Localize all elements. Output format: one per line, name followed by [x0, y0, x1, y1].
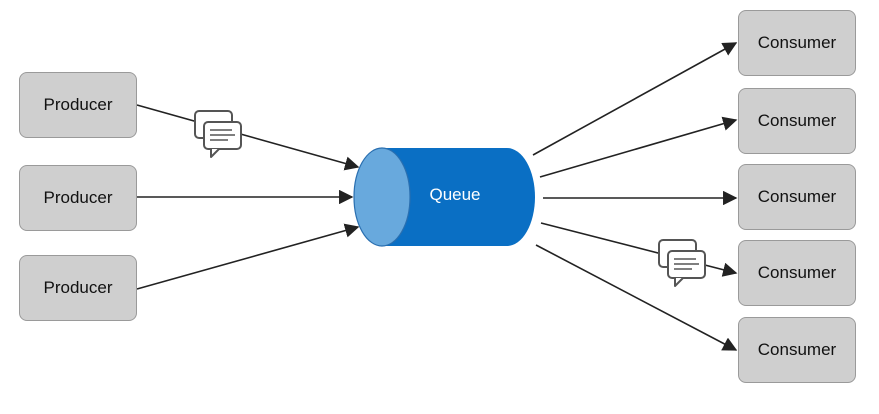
consumer-box: Consumer	[738, 317, 856, 383]
arrow-queue-to-consumer-5	[535, 244, 738, 351]
queue-label: Queue	[429, 185, 481, 204]
consumer-box: Consumer	[738, 10, 856, 76]
consumer-box: Consumer	[738, 240, 856, 306]
arrow-queue-to-consumer-1	[532, 42, 738, 156]
arrow-producer-3-to-queue	[136, 223, 360, 290]
producer-box: Producer	[19, 255, 137, 321]
arrow-queue-to-consumer-2	[539, 116, 738, 178]
producer-box: Producer	[19, 165, 137, 231]
arrow-queue-to-consumer-4	[540, 222, 738, 277]
message-stack-icon	[194, 110, 242, 158]
consumer-box: Consumer	[738, 88, 856, 154]
arrow-producer-1-to-queue	[136, 104, 360, 171]
message-stack-icon	[658, 239, 706, 287]
consumer-box: Consumer	[738, 164, 856, 230]
producer-box: Producer	[19, 72, 137, 138]
queue-cylinder	[353, 147, 535, 247]
